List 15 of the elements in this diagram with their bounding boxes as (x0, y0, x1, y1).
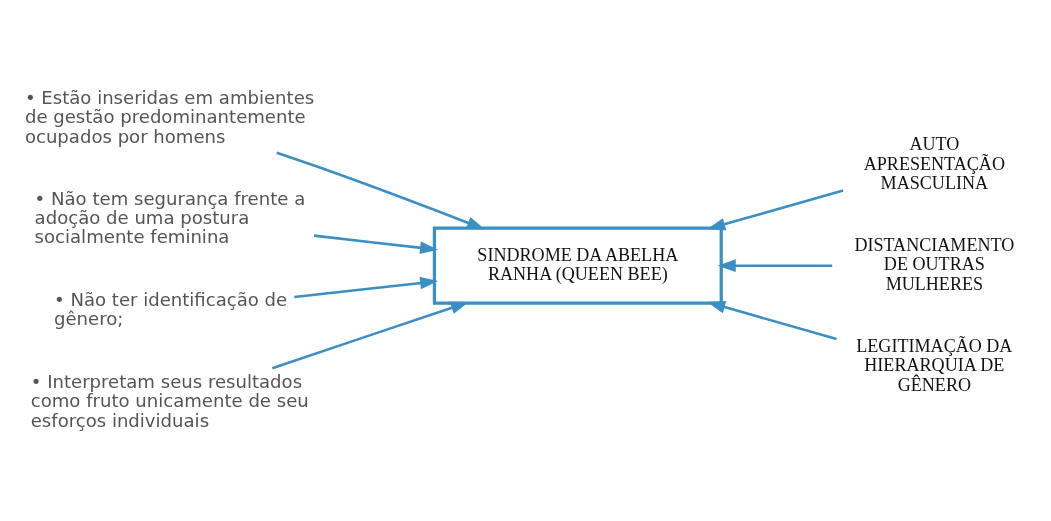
node-text: • Não ter identificação de gênero; (53, 288, 288, 330)
node-box: SINDROME DA ABELHA RANHA (QUEEN BEE) (432, 226, 723, 305)
arrow (707, 301, 837, 341)
arrow (276, 151, 485, 230)
arrow (707, 189, 844, 231)
node-text: • Interpretam seus resultados como fruto unicamente de seu esforços individuais (30, 371, 309, 431)
arrow (717, 259, 833, 272)
node-text: • Estão inseridas em ambientes de gestão predominantemente ocupados por homens (24, 86, 315, 147)
node-text: AUTO APRESENTAÇÃO MASCULINA (863, 134, 1005, 194)
node-text: • Não tem segurança frente a adoção de uma postura socialmente feminina (34, 187, 306, 248)
node-text: LEGITIMAÇÃO DA HIERARQUIA DE GÊNERO (856, 335, 1013, 395)
node-text: DISTANCIAMENTO DE OUTRAS MULHERES (854, 235, 1015, 294)
arrow (313, 234, 439, 255)
arrow (294, 276, 439, 299)
arrow (271, 301, 469, 370)
